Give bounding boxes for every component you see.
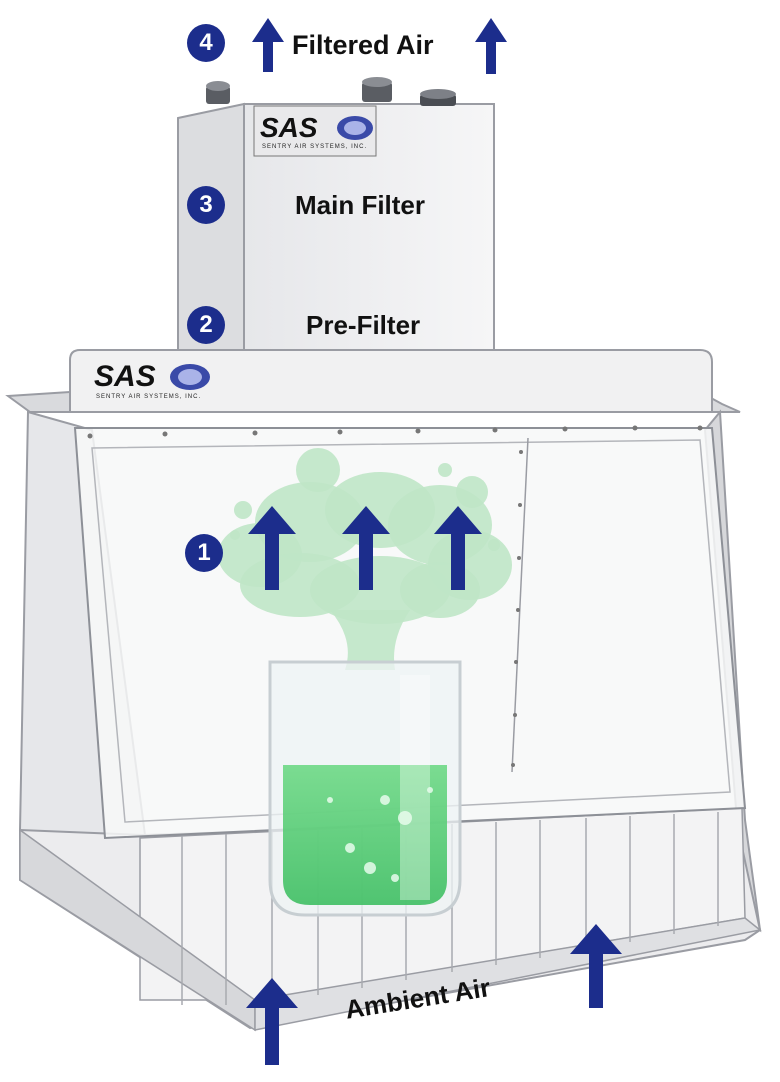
main-filter-label: Main Filter: [295, 190, 426, 220]
filtered-air-label: Filtered Air: [292, 30, 434, 60]
logo-name-top: SAS: [260, 112, 318, 143]
sas-logo-top: [253, 105, 377, 157]
arrow-up-icon: [434, 506, 482, 590]
exhaust-port: [362, 77, 392, 102]
fume-cloud: [218, 448, 512, 670]
step-badge-1: 1: [185, 534, 223, 572]
arrow-up-icon: [475, 18, 507, 74]
sas-logo-hood: [170, 364, 210, 390]
arrow-up-icon: [248, 506, 296, 590]
exhaust-port: [420, 89, 456, 106]
step-badge-4: 4: [187, 24, 225, 62]
logo-name-hood: SAS: [94, 360, 156, 393]
logo-subtitle-top: SENTRY AIR SYSTEMS, INC.: [262, 144, 368, 150]
pre-filter-label: Pre-Filter: [306, 310, 421, 340]
arrow-up-icon: [252, 18, 284, 72]
exhaust-port: [206, 81, 230, 104]
beaker: [268, 660, 462, 917]
step-badge-2: 2: [187, 306, 225, 344]
arrow-up-icon: [342, 506, 390, 590]
step-badge-3: 3: [187, 186, 225, 224]
arrow-up-icon: [570, 924, 622, 1008]
logo-subtitle-hood: SENTRY AIR SYSTEMS, INC.: [96, 394, 202, 400]
arrow-up-icon: [246, 978, 298, 1065]
